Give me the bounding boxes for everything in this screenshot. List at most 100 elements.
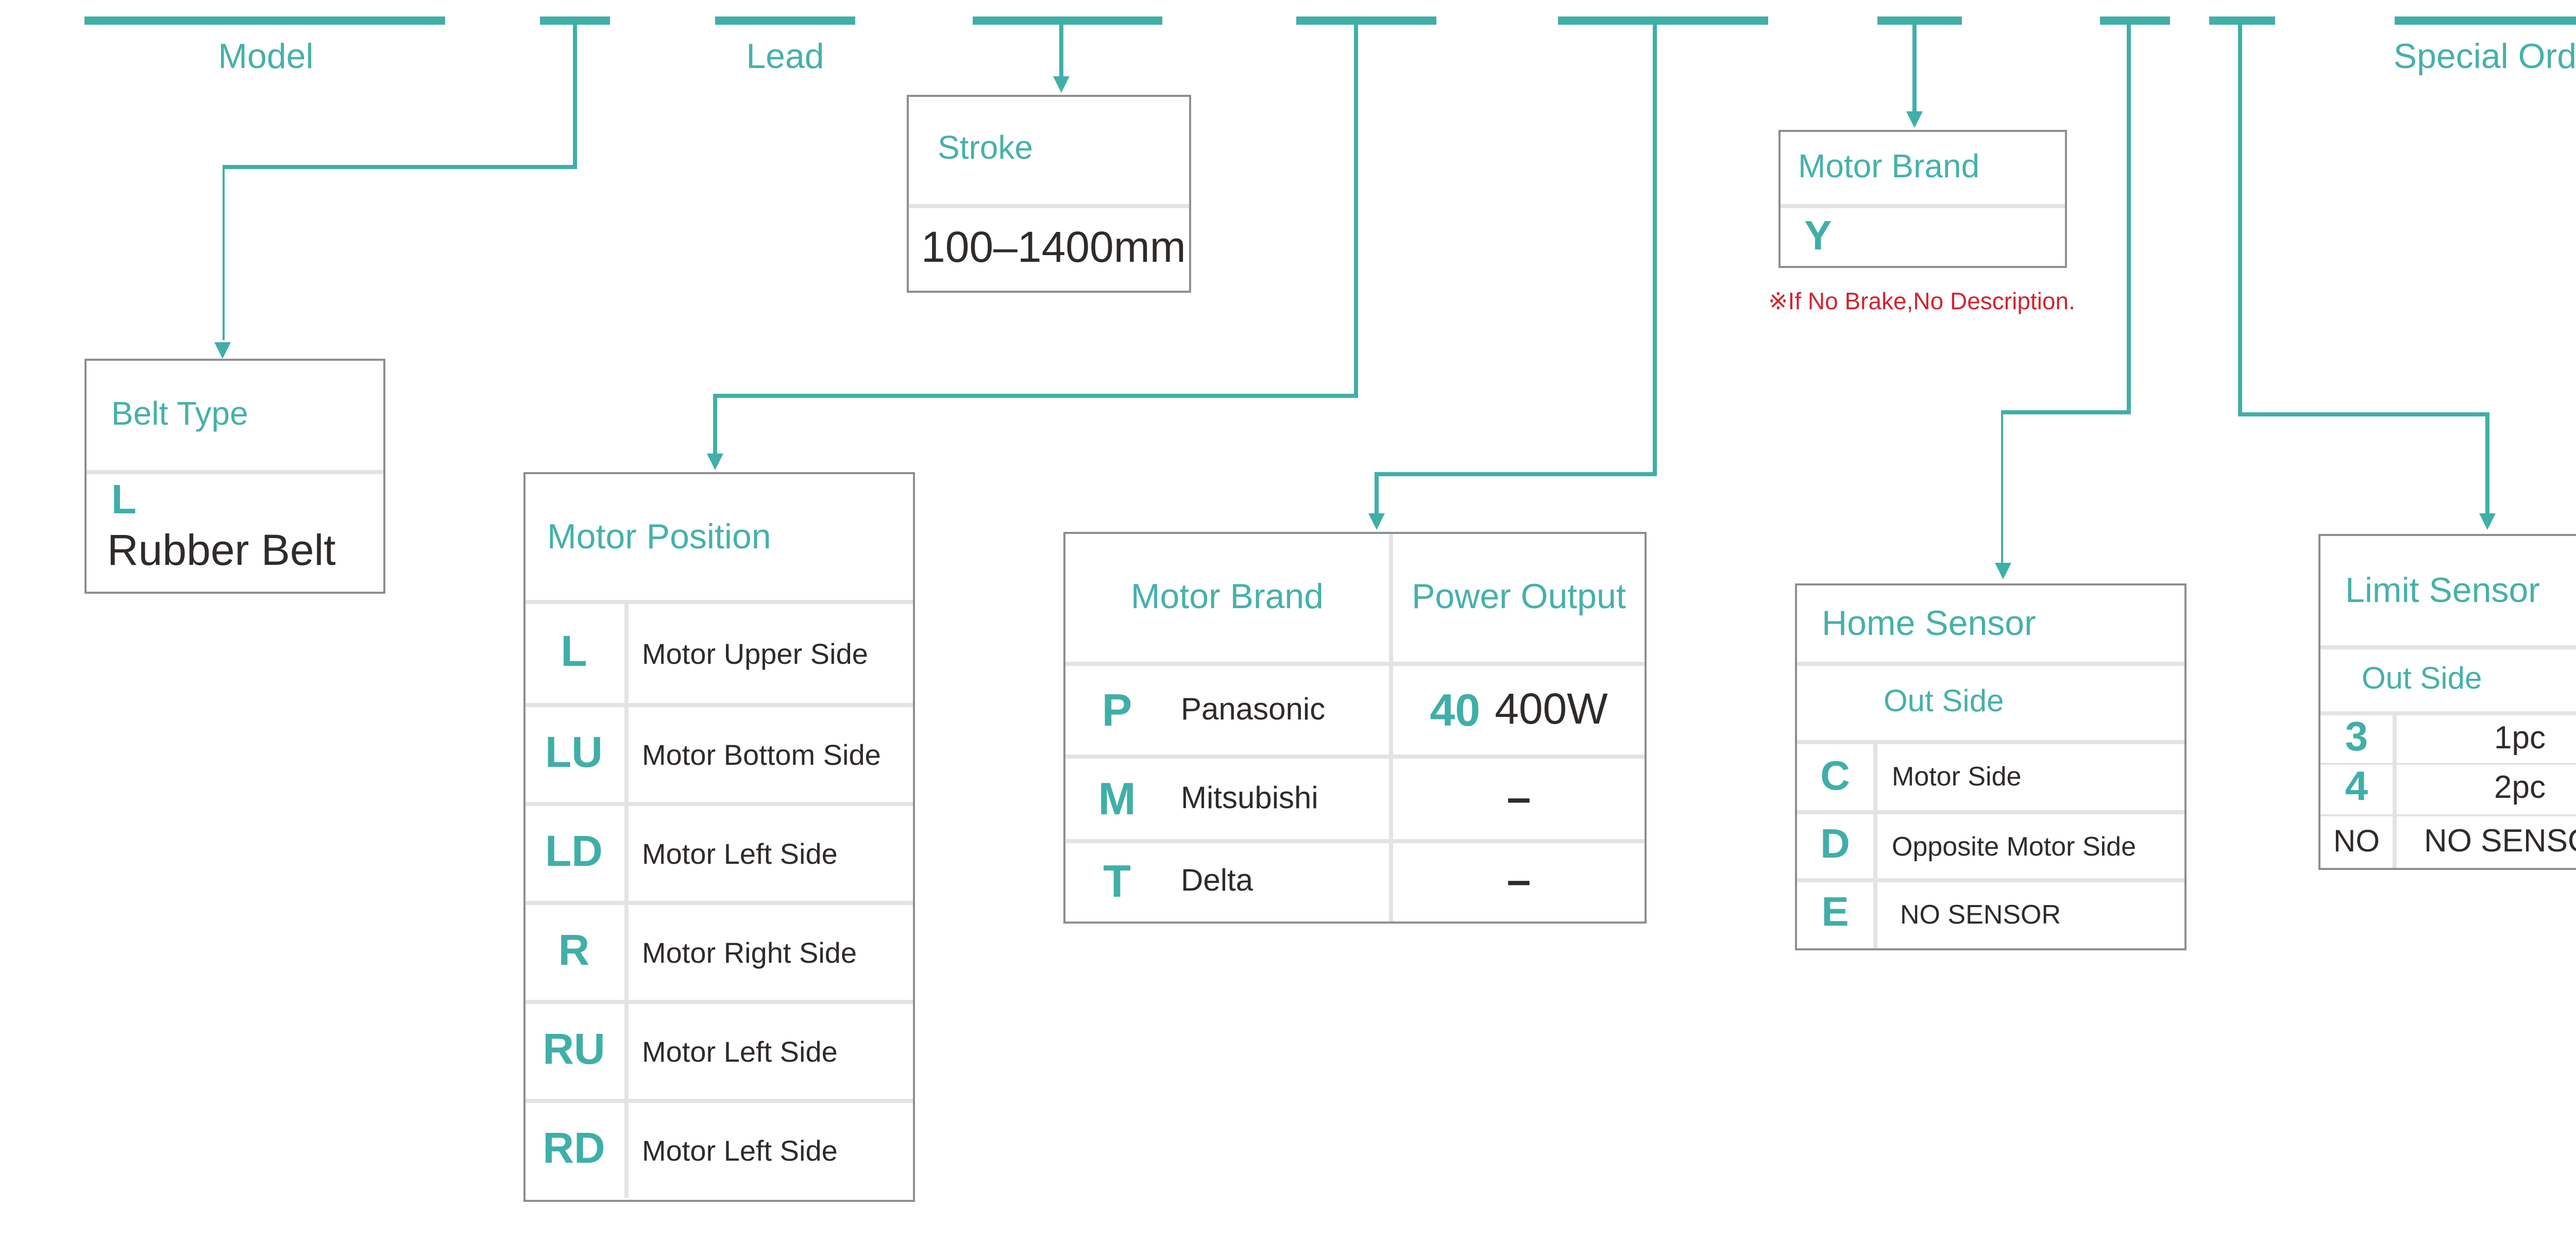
limit-sensor-desc: NO SENSOR	[2424, 825, 2576, 860]
row-divider	[1797, 810, 2184, 814]
brand-code: M	[1098, 773, 1136, 825]
row-divider	[524, 1000, 913, 1004]
code-bar-model	[84, 16, 445, 24]
home-sensor-code: D	[1820, 823, 1850, 868]
power-watt: 400W	[1495, 685, 1608, 733]
brand-name: Mitsubishi	[1181, 781, 1318, 816]
home-sensor-desc: Opposite Motor Side	[1892, 831, 2137, 862]
code-bar-power-output	[1558, 16, 1767, 24]
motor-position-connector-run	[713, 394, 1358, 398]
home-sensor-desc: NO SENSOR	[1900, 899, 2061, 930]
belt-connector-run	[222, 165, 577, 169]
home-sensor-desc: Motor Side	[1892, 761, 2022, 792]
code-bar-motor-position	[1295, 16, 1436, 24]
limit-sensor-box: Limit Sensor Out Side 3 1pc 4 2pc NO NO …	[2318, 533, 2576, 870]
limit-sensor-desc: 1pc	[2494, 721, 2546, 756]
motor-position-desc: Motor Right Side	[642, 936, 857, 969]
brand-arrow-icon	[1906, 110, 1923, 127]
power-value: –	[1506, 775, 1531, 823]
power-table-header-brand: Motor Brand	[1130, 577, 1324, 616]
motor-position-code: LU	[545, 730, 603, 777]
home-sensor-title: Home Sensor	[1822, 604, 2036, 643]
motor-position-desc: Motor Left Side	[642, 1134, 838, 1167]
no-brake-note: ※If No Brake,No Description.	[1768, 291, 2075, 315]
motor-position-code: RU	[543, 1027, 605, 1074]
motor-position-code: R	[558, 928, 590, 975]
belt-connector-leg	[222, 165, 225, 341]
special-order-label: Special Order No.	[2393, 37, 2576, 76]
limit-sensor-subtitle: Out Side	[2362, 661, 2482, 696]
belt-arrow-icon	[215, 341, 232, 358]
row-divider	[524, 1099, 913, 1103]
power-table-column-divider	[1389, 534, 1393, 920]
power-code: 40	[1430, 683, 1481, 735]
belt-type-divider	[87, 470, 383, 474]
code-bar-home-sensor	[2100, 16, 2170, 24]
row-divider	[1065, 839, 1645, 843]
belt-type-desc: Rubber Belt	[107, 528, 336, 575]
row-divider	[2320, 762, 2576, 765]
code-bar-motor-brand	[1877, 16, 1961, 24]
row-divider	[1065, 755, 1645, 759]
motor-position-code: LD	[545, 829, 603, 876]
motor-brand-code-value: Y	[1804, 213, 1832, 259]
row-divider	[2320, 813, 2576, 816]
brand-code: T	[1103, 856, 1131, 907]
home-sensor-code: C	[1820, 755, 1850, 800]
motor-position-desc: Motor Bottom Side	[642, 738, 881, 771]
limit-sensor-code: 3	[2345, 714, 2368, 760]
code-bar-limit-sensor	[2209, 16, 2275, 24]
power-table-header-power: Power Output	[1412, 577, 1626, 616]
limit-sensor-title: Limit Sensor	[2345, 570, 2540, 609]
motor-position-desc: Motor Upper Side	[642, 637, 868, 670]
brand-code: P	[1101, 684, 1132, 736]
limit-arrow-icon	[2479, 512, 2496, 529]
row-divider	[524, 802, 913, 806]
brand-name: Panasonic	[1181, 693, 1326, 728]
motor-position-column-divider	[623, 604, 628, 1197]
power-value: –	[1506, 858, 1531, 905]
stroke-box: Stroke 100–1400mm	[907, 94, 1191, 293]
row-divider	[524, 901, 913, 905]
limit-connector-drop	[2238, 21, 2242, 416]
home-sensor-box: Home Sensor Out Side C Motor Side D Oppo…	[1795, 583, 2187, 949]
motor-position-connector-drop	[1354, 21, 1358, 398]
motor-position-arrow-icon	[706, 454, 723, 470]
power-connector-drop	[1653, 21, 1657, 476]
motor-brand-code-box: Motor Brand Y	[1777, 129, 2066, 268]
limit-sensor-column-divider	[2393, 714, 2397, 868]
home-connector-leg	[2000, 411, 2004, 564]
power-arrow-icon	[1368, 512, 1385, 529]
motor-position-code: RD	[543, 1126, 605, 1173]
brand-name: Delta	[1181, 864, 1253, 899]
power-connector-leg	[1375, 473, 1378, 513]
stroke-arrow-icon	[1053, 76, 1070, 93]
stroke-value: 100–1400mm	[921, 224, 1186, 271]
lead-label: Lead	[746, 37, 824, 76]
power-value: 40 400W	[1393, 666, 1645, 755]
limit-sensor-code: 4	[2345, 765, 2368, 810]
row-divider	[1797, 878, 2184, 882]
code-bar-lead	[715, 16, 855, 24]
limit-connector-leg	[2485, 413, 2489, 513]
motor-position-header-divider	[524, 600, 913, 604]
motor-brand-power-table: Motor Brand Power Output P Panasonic 40 …	[1063, 532, 1647, 923]
home-arrow-icon	[1994, 563, 2010, 579]
limit-sensor-subtitle-divider	[2320, 710, 2576, 714]
home-sensor-code: E	[1821, 891, 1849, 936]
stroke-connector-drop	[1059, 21, 1063, 77]
motor-position-box: Motor Position L Motor Upper Side LU Mot…	[522, 472, 915, 1201]
brand-connector-drop	[1912, 21, 1917, 111]
code-bar-special-order	[2395, 16, 2576, 24]
motor-position-connector-leg	[713, 394, 717, 455]
limit-sensor-title-divider	[2320, 644, 2576, 648]
belt-type-code: L	[111, 478, 137, 524]
code-bar-stroke	[973, 16, 1162, 24]
motor-position-title: Motor Position	[547, 517, 771, 557]
limit-sensor-desc: 2pc	[2494, 771, 2546, 806]
motor-position-desc: Motor Left Side	[642, 1035, 838, 1068]
limit-connector-run	[2238, 413, 2489, 416]
home-sensor-subtitle-divider	[1797, 740, 2184, 744]
stroke-title: Stroke	[938, 131, 1033, 166]
